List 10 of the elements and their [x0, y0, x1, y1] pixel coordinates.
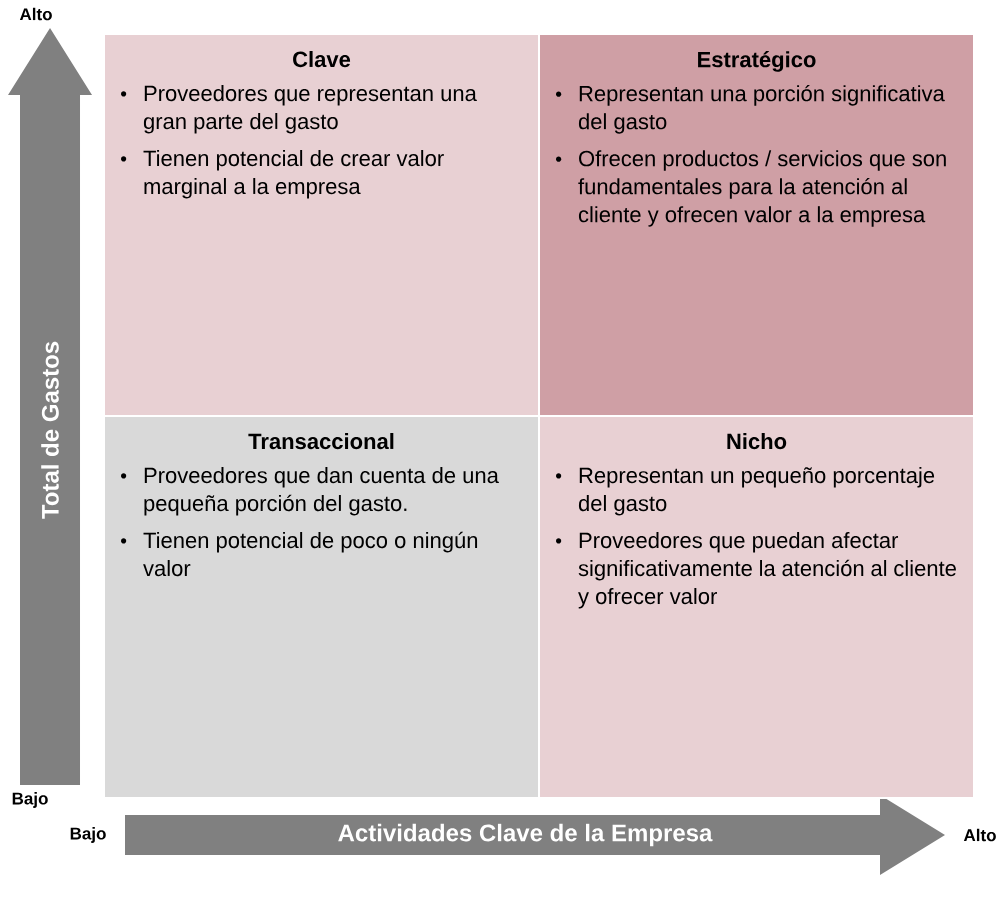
axis-end-label: Alto — [19, 7, 52, 21]
axis-end-label: Alto — [963, 828, 996, 842]
quadrant-box: Clave Proveedores que representan una gran parte del gasto Tienen potencial de crear valor marginal a la empresa — [103, 33, 540, 417]
axis-title: Total de Gastos — [41, 341, 59, 519]
quadrant-box: Nicho Representan un pequeño porcentaje del gasto Proveedores que puedan afectar significativamente la atención al cliente y ofrecer valor — [538, 415, 975, 799]
axis-title: Actividades Clave de la Empresa — [338, 823, 713, 847]
quadrant-box: Transaccional Proveedores que dan cuenta de una pequeña porción del gasto. Tienen potencial de poco o ningún valor — [103, 415, 540, 799]
axis-end-label: Bajo — [12, 792, 48, 808]
quadrant-box: Estratégico Representan una porción significativa del gasto Ofrecen productos / servicios que son fundamentales para la atención al cliente y ofrecen valor a la empresa — [538, 33, 975, 417]
axis-end-label: Bajo — [70, 827, 106, 843]
